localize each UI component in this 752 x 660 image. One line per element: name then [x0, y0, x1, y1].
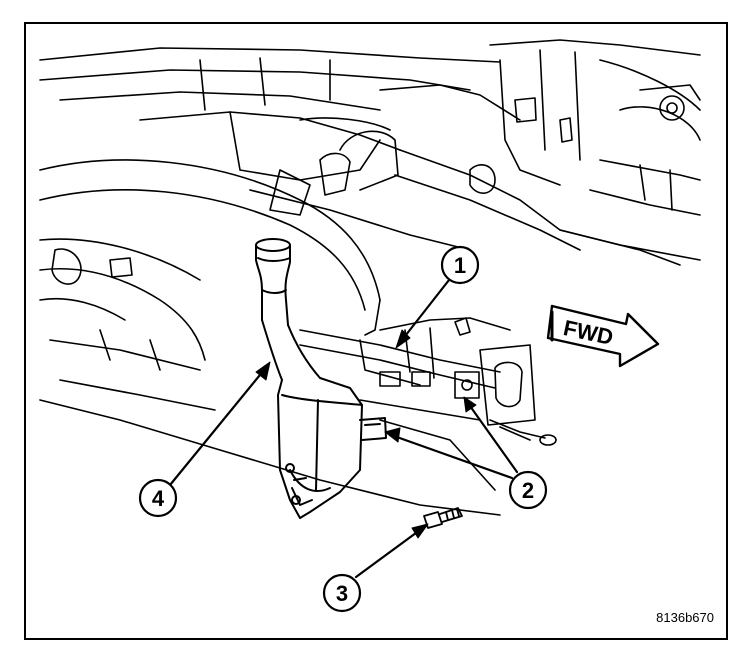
callout-3: 3 — [322, 573, 362, 613]
callout-2-label: 2 — [522, 478, 534, 503]
vehicle-frame-linework — [39, 39, 701, 516]
callout-2: 2 — [508, 470, 548, 510]
callout-4: 4 — [138, 478, 178, 518]
callout-1-label: 1 — [454, 253, 466, 278]
mounting-bolt — [423, 507, 463, 529]
callout-1: 1 — [440, 245, 480, 285]
forward-direction-arrow: FWD — [546, 304, 660, 368]
washer-reservoir — [255, 238, 387, 519]
leader-lines — [168, 278, 519, 579]
figure-reference: 8136b670 — [656, 610, 714, 625]
callout-4-label: 4 — [152, 486, 165, 511]
callout-3-label: 3 — [336, 581, 348, 606]
